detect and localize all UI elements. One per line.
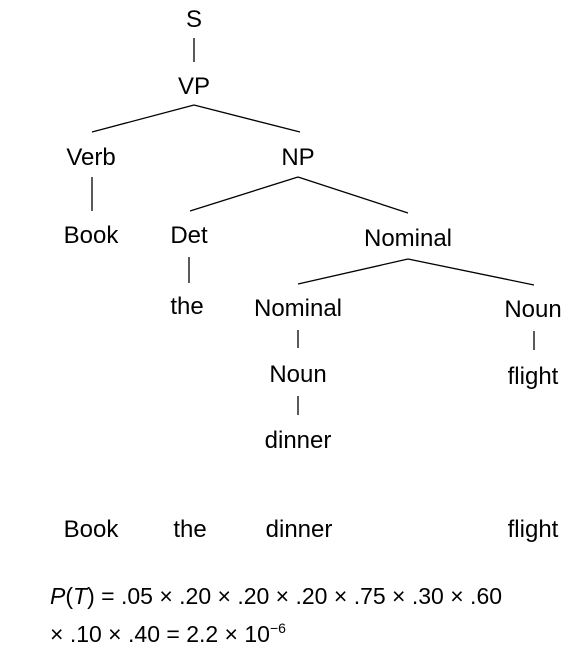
sentence-word-book: Book: [64, 516, 120, 543]
formula-t: T: [73, 583, 88, 609]
edge-nominal-noun: [407, 258, 535, 286]
edge-vp-verb: [91, 104, 195, 133]
node-dinner: dinner: [265, 427, 332, 454]
node-noun-inner: Noun: [269, 361, 326, 388]
node-s: S: [186, 6, 202, 33]
sentence-word-dinner: dinner: [266, 516, 333, 543]
formula-line-1-rest: ) = .05 × .20 × .20 × .20 × .75 × .30 × …: [87, 583, 503, 609]
formula-p: P: [50, 583, 66, 609]
probability-formula-line-2: × .10 × .40 = 2.2 × 10−6: [50, 613, 286, 649]
node-noun-right: Noun: [504, 296, 561, 323]
edge-vp-np: [193, 104, 301, 133]
formula-open-paren: (: [65, 583, 74, 609]
formula-exponent: −6: [269, 620, 286, 636]
node-the: the: [170, 293, 203, 320]
node-flight: flight: [508, 363, 559, 390]
node-vp: VP: [178, 73, 210, 100]
node-book: Book: [64, 222, 120, 249]
edge-nominal-nominal: [297, 258, 409, 285]
node-verb: Verb: [66, 144, 115, 171]
probability-formula-line-1: P(T) = .05 × .20 × .20 × .20 × .75 × .30…: [50, 581, 502, 611]
sentence-word-the: the: [173, 516, 206, 543]
parse-tree: S VP Verb NP Book Det Nominal the Nomina…: [64, 6, 562, 543]
node-nominal-top: Nominal: [364, 225, 452, 252]
sentence-word-flight: flight: [508, 516, 559, 543]
node-np: NP: [281, 144, 314, 171]
node-nominal-inner: Nominal: [254, 295, 342, 322]
edge-np-nominal: [297, 176, 409, 214]
edge-np-det: [189, 176, 299, 212]
node-det: Det: [170, 222, 208, 249]
formula-line-2-main: × .10 × .40 = 2.2 × 10: [50, 621, 270, 647]
